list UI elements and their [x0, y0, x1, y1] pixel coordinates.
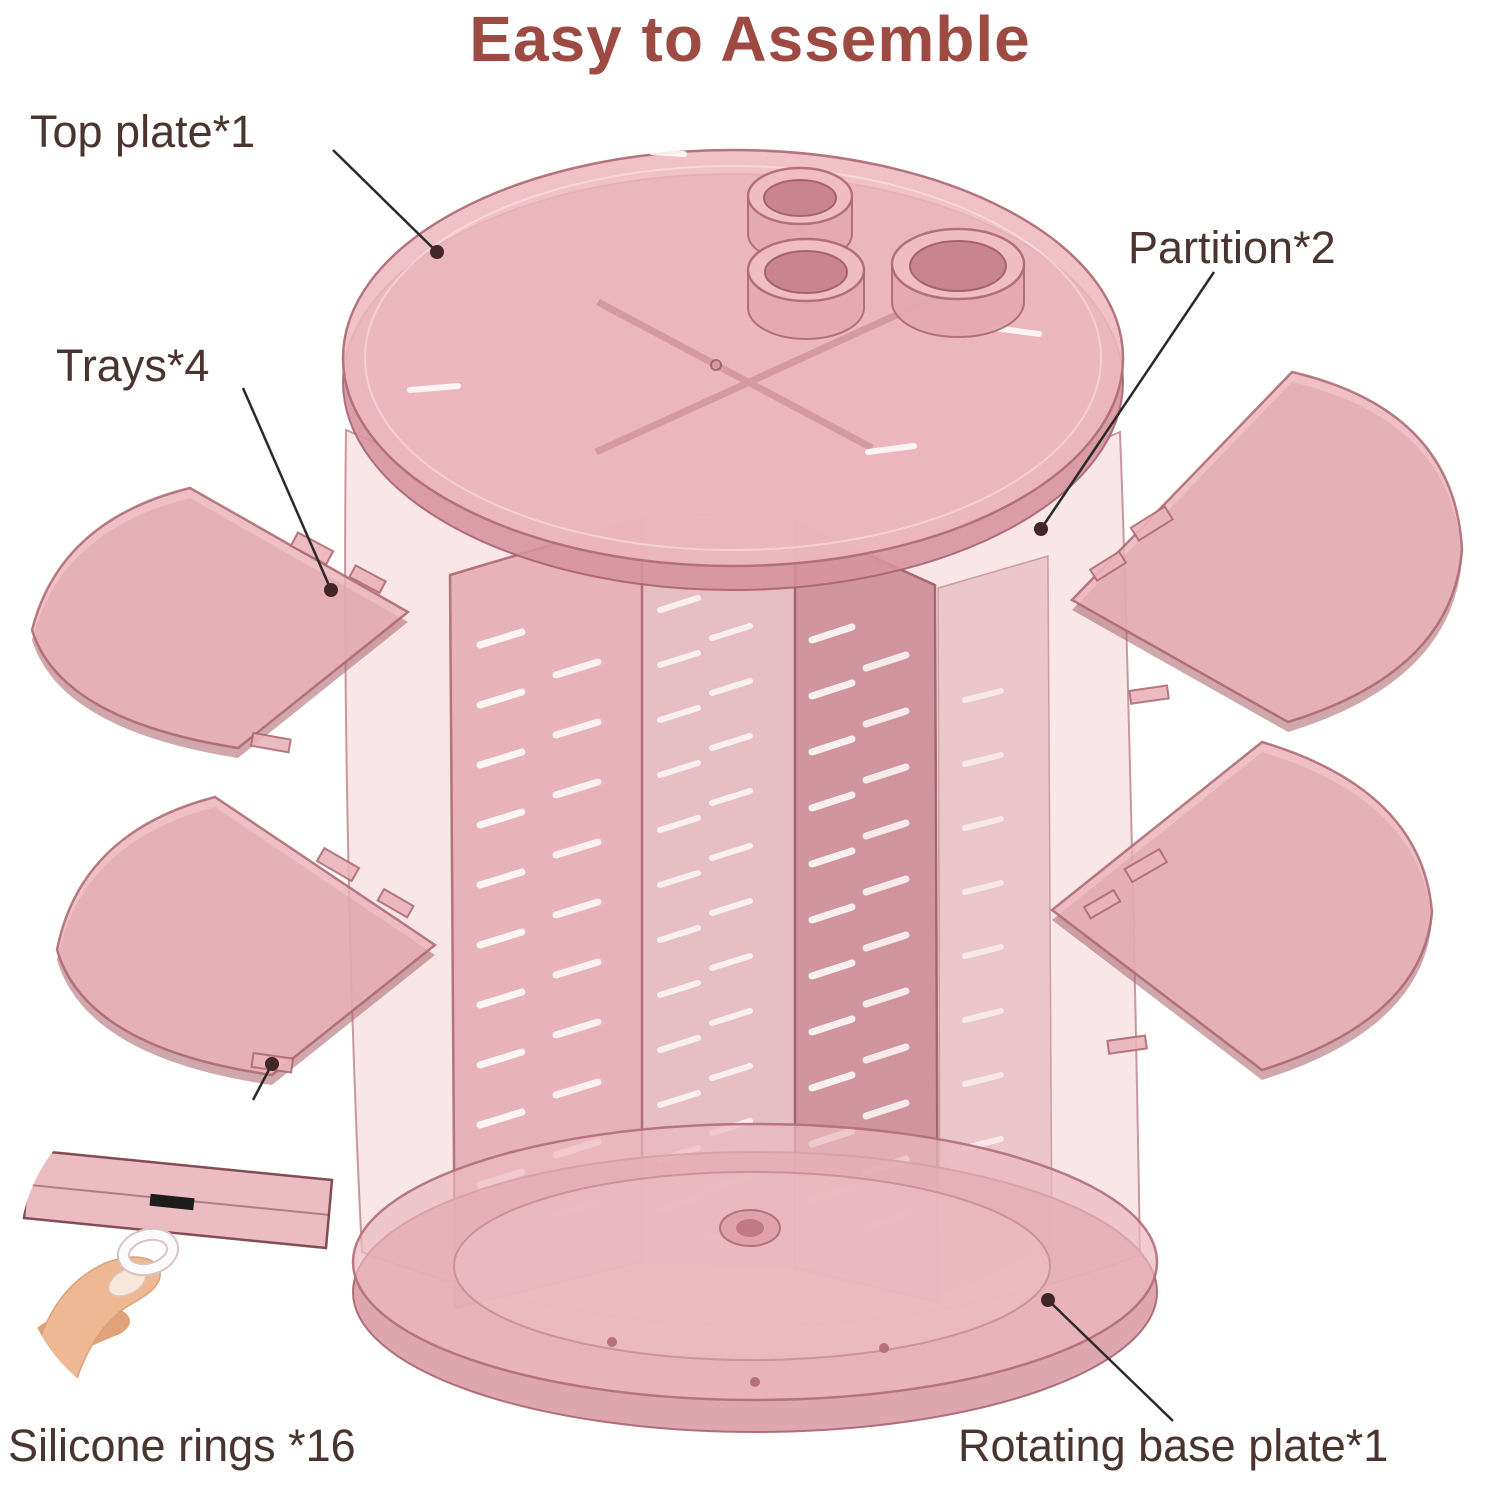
top-plate [341, 148, 1125, 591]
top-plate-hole [710, 359, 722, 371]
tray-right-bottom [1049, 740, 1434, 1080]
label-top-plate: Top plate*1 [30, 106, 256, 157]
annotation-dot-base-plate [1041, 1293, 1055, 1307]
annotation-dot-top-plate [430, 245, 444, 259]
base-screw-dot [879, 1343, 889, 1353]
label-rotating-base-plate: Rotating base plate*1 [958, 1420, 1389, 1471]
tray-right-top [1069, 370, 1464, 732]
partition-panels [448, 516, 1053, 1310]
tray-surface [30, 486, 411, 750]
rotating-base-plate [351, 1122, 1159, 1433]
base-screw-dot [750, 1377, 760, 1387]
base-screw-dot [607, 1337, 617, 1347]
base-top-surface [351, 1122, 1159, 1402]
page-title: Easy to Assemble [469, 3, 1031, 75]
tray-surface [55, 795, 438, 1077]
slots-left-col-a [476, 628, 526, 1189]
silicone-ring-icon [118, 1229, 178, 1275]
base-turntable-disc [453, 1171, 1051, 1361]
annotation-dot-partition [1034, 522, 1048, 536]
cup-holder-large [890, 227, 1026, 338]
tray-surface [1069, 370, 1464, 724]
annotation-dot-silicone-rings [265, 1057, 279, 1071]
tray-left-bottom [55, 795, 438, 1085]
annotation-line-base-plate [1047, 1299, 1174, 1422]
annotation-dots [265, 245, 1055, 1307]
partition-through-plate [594, 292, 940, 456]
annotation-dot-trays [324, 583, 338, 597]
top-plate-slots [407, 149, 1042, 455]
label-trays: Trays*4 [56, 340, 210, 391]
top-plate-rim [364, 165, 1102, 551]
slots-wall-col [962, 688, 1004, 1151]
tray-surface [1049, 740, 1434, 1072]
base-hub-inner [736, 1219, 764, 1237]
silicone-ring-inset [0, 992, 445, 1495]
annotation-lines [241, 149, 1216, 1422]
label-silicone-rings: Silicone rings *16 [8, 1420, 356, 1471]
annotation-line-trays [241, 387, 333, 591]
annotation-line-top-plate [332, 149, 438, 253]
tray-left-top [30, 486, 411, 758]
top-plate-surface [341, 148, 1125, 568]
inset-tray-clip [149, 1193, 195, 1211]
label-partition: Partition*2 [1128, 222, 1336, 273]
cup-holder-medium [746, 237, 866, 340]
annotation-line-partition [1039, 271, 1216, 530]
